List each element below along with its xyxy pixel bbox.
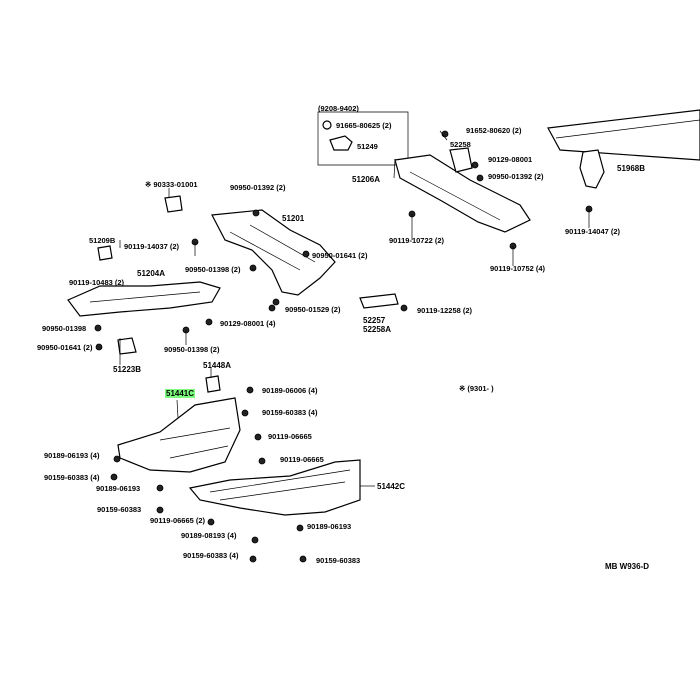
label-52257: 52257: [363, 316, 386, 325]
label-90129-08001-top: 90129-08001: [488, 155, 533, 164]
undercover-51441C: [117, 375, 241, 473]
label-90159-60383-left: 90159-60383 (4): [44, 473, 100, 482]
label-51249: 51249: [357, 142, 378, 151]
label-52258A: 52258A: [363, 325, 392, 334]
label-51968B: 51968B: [617, 164, 646, 173]
label-90333-01001: ※ 90333-01001: [145, 180, 198, 189]
crossmember-51204A: [67, 245, 221, 355]
label-51448A: 51448A: [203, 361, 232, 370]
label-90950-01641-right: 90950-01641 (2): [312, 251, 368, 260]
label-51223B: 51223B: [113, 365, 142, 374]
label-90950-01392-top: 90950-01392 (2): [488, 172, 544, 181]
label-90950-01392-mid: 90950-01392 (2): [230, 183, 286, 192]
label-90119-12258: 90119-12258 (2): [417, 306, 473, 315]
label-90119-10483: 90119-10483 (2): [69, 278, 125, 287]
label-91665-80625: 91665-80625 (2): [336, 121, 392, 130]
label-51204A: 51204A: [137, 269, 166, 278]
label-note-9301: ※ (9301- ): [459, 384, 494, 393]
label-91652-80620: 91652-80620 (2): [466, 126, 522, 135]
label-frame-9208-9402: (9208-9402): [318, 104, 359, 113]
undercover-51442C: [188, 459, 361, 516]
label-90189-06193-mid: 90189-06193: [96, 484, 141, 493]
label-90119-10752: 90119-10752 (4): [490, 264, 546, 273]
label-90119-10722: 90119-10722 (2): [389, 236, 445, 245]
label-90119-14037: 90119-14037 (2): [124, 242, 180, 251]
label-90950-01398-bot: 90950-01398 (2): [164, 345, 220, 354]
label-90189-06193-right: 90189-06193: [307, 522, 352, 531]
label-90950-01641-left: 90950-01641 (2): [37, 343, 93, 352]
label-90950-01398-mid: 90950-01398 (2): [185, 265, 241, 274]
label-90159-60383-mid: 90159-60383: [97, 505, 142, 514]
label-90119-06665-c: 90119-06665 (2): [150, 516, 206, 525]
label-90950-01398-left: 90950-01398: [42, 324, 87, 333]
label-90119-14047: 90119-14047 (2): [565, 227, 621, 236]
label-51206A: 51206A: [352, 175, 381, 184]
side-rail: [547, 109, 700, 189]
label-51441C: 51441C: [165, 389, 196, 398]
label-90189-08193-bot: 90189-08193 (4): [181, 531, 237, 540]
label-51201: 51201: [282, 214, 305, 223]
label-52258: 52258: [450, 140, 471, 149]
label-51441C-text: 51441C: [165, 389, 196, 398]
label-90129-08001-mid: 90129-08001 (4): [220, 319, 276, 328]
label-90159-60383-top: 90159-60383 (4): [262, 408, 318, 417]
label-90950-01529: 90950-01529 (2): [285, 305, 341, 314]
crossmember-51201: [164, 195, 336, 306]
label-90189-06006: 90189-06006 (4): [262, 386, 318, 395]
label-90189-06193-left: 90189-06193 (4): [44, 451, 100, 460]
label-51442C: 51442C: [377, 482, 406, 491]
inset-box: [317, 111, 409, 166]
label-90119-06665-b: 90119-06665: [280, 455, 324, 464]
bracket-52257: [359, 293, 399, 309]
leader-lines: [119, 130, 590, 487]
label-90119-06665-a: 90119-06665: [268, 432, 312, 441]
diagram-code: MB W936-D: [605, 562, 650, 571]
label-90159-60383-bot: 90159-60383 (4): [183, 551, 239, 560]
crossmember-51206A: [394, 130, 531, 233]
label-90159-60383-right: 90159-60383: [316, 556, 361, 565]
label-51209B: 51209B: [89, 236, 116, 245]
